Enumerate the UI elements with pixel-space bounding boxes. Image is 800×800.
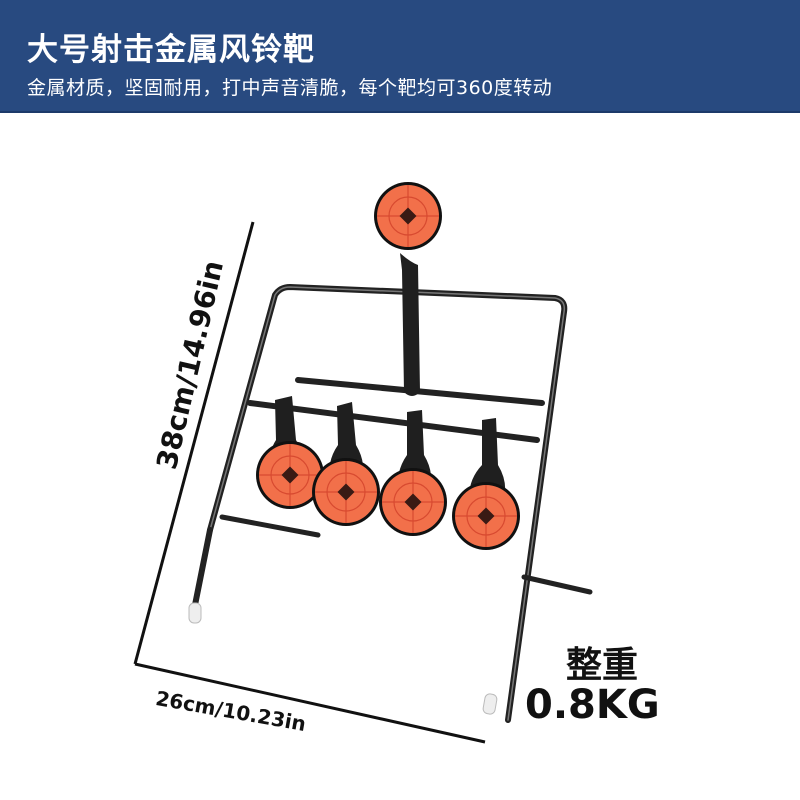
height-dimension-line [133, 221, 255, 665]
header-banner: 大号射击金属风铃靶 金属材质，坚固耐用，打中声音清脆，每个靶均可360度转动 [0, 0, 800, 113]
bottom-target-1 [255, 396, 325, 510]
foot-cap-left [188, 602, 202, 624]
bottom-target-3 [378, 410, 448, 537]
page-subtitle: 金属材质，坚固耐用，打中声音清脆，每个靶均可360度转动 [27, 77, 553, 99]
frame [192, 283, 593, 723]
bottom-target-2 [311, 402, 381, 527]
bottom-target-4 [451, 418, 521, 551]
weight-label: 整重 [566, 645, 639, 686]
weight-value: 0.8KG [525, 682, 660, 728]
top-target [373, 181, 443, 396]
page-title: 大号射击金属风铃靶 [27, 32, 315, 68]
foot-cap-right [482, 693, 498, 715]
width-dimension-line [134, 662, 486, 744]
